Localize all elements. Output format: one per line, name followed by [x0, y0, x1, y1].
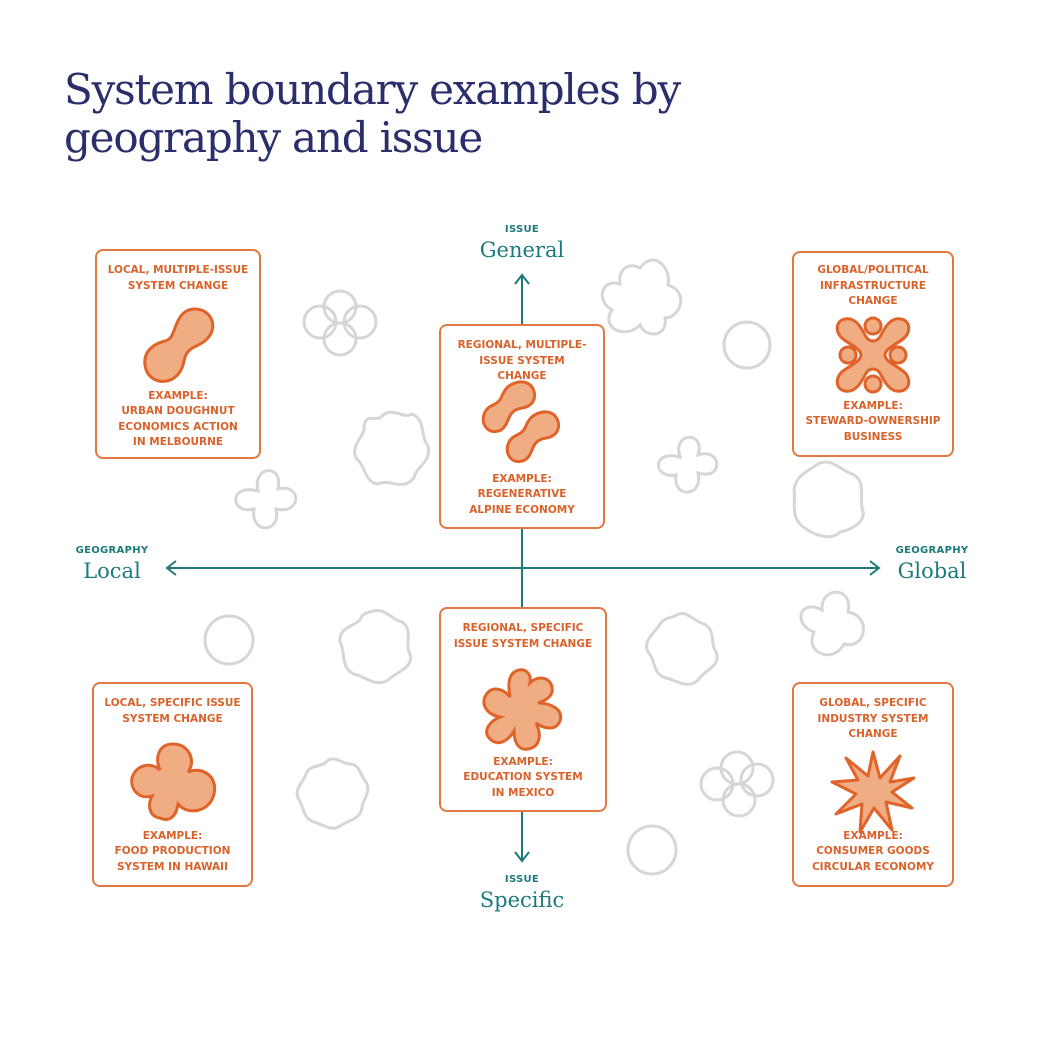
deco-blob-icon: [600, 258, 683, 336]
card-example-label: EXAMPLE:: [492, 473, 552, 485]
axis-bottom-small: ISSUE: [504, 874, 540, 885]
card-heading: GLOBAL/POLITICAL INFRASTRUCTURE CHANGE: [817, 264, 929, 307]
card-heading: REGIONAL, MULTIPLE-ISSUE SYSTEM CHANGE: [457, 339, 587, 382]
deco-blob-icon: [338, 609, 413, 685]
deco-blob-icon: [295, 757, 370, 830]
axis-right-small: GEOGRAPHY: [895, 545, 969, 556]
axis-top-big: General: [479, 238, 565, 262]
deco-clover-icon: [657, 435, 719, 494]
axis-label-bottom: ISSUE Specific: [462, 874, 582, 912]
card-heading: LOCAL, SPECIFIC ISSUE SYSTEM CHANGE: [104, 697, 241, 725]
axis-top-small: ISSUE: [504, 224, 540, 235]
axis-left-big: Local: [83, 559, 141, 583]
axis-right-big: Global: [897, 559, 967, 583]
deco-circle-icon: [722, 320, 772, 370]
trefoil-icon: [129, 742, 216, 821]
card-global-political: GLOBAL/POLITICAL INFRASTRUCTURE CHANGE E…: [792, 251, 954, 457]
card-regional-specific-issue: REGIONAL, SPECIFIC ISSUE SYSTEM CHANGE E…: [439, 607, 607, 812]
dumbbell-blob-icon: [143, 307, 215, 383]
axis-label-top: ISSUE General: [462, 224, 582, 262]
star-burst-icon: [830, 750, 916, 834]
deco-circle-icon: [203, 614, 255, 666]
double-dumbbell-icon: [481, 380, 560, 463]
axis-left-small: GEOGRAPHY: [75, 545, 149, 556]
card-example-label: EXAMPLE:: [148, 390, 208, 402]
deco-clover-icon: [234, 469, 298, 530]
arrow-up-icon: [514, 273, 530, 285]
deco-blob-icon: [792, 460, 865, 539]
page-title: System boundary examples by geography an…: [64, 65, 681, 162]
card-example-label: EXAMPLE:: [493, 756, 553, 768]
card-heading: GLOBAL, SPECIFIC INDUSTRY SYSTEM CHANGE: [817, 697, 929, 740]
deco-quad-circles-icon: [699, 750, 775, 818]
deco-quad-circles-icon: [302, 289, 378, 357]
card-example-text: FOOD PRODUCTION SYSTEM IN HAWAII: [114, 845, 231, 873]
card-example-text: REGENERATIVE ALPINE ECONOMY: [469, 488, 575, 516]
card-example-text: URBAN DOUGHNUT ECONOMICS ACTION IN MELBO…: [118, 405, 238, 448]
flower-icon: [482, 668, 563, 751]
card-example-label: EXAMPLE:: [843, 400, 903, 412]
card-heading: LOCAL, MULTIPLE-ISSUE SYSTEM CHANGE: [107, 264, 249, 292]
card-local-multiple-issue: LOCAL, MULTIPLE-ISSUE SYSTEM CHANGE EXAM…: [95, 249, 261, 459]
card-regional-multiple-issue: REGIONAL, MULTIPLE-ISSUE SYSTEM CHANGE E…: [439, 324, 605, 529]
card-example-label: EXAMPLE:: [843, 830, 903, 842]
axis-label-left: GEOGRAPHY Local: [62, 545, 162, 583]
deco-blob-icon: [353, 410, 431, 486]
card-global-specific-industry: GLOBAL, SPECIFIC INDUSTRY SYSTEM CHANGE …: [792, 682, 954, 887]
deco-blob-icon: [645, 612, 719, 686]
card-example-label: EXAMPLE:: [142, 830, 203, 842]
decorative-shapes: [203, 258, 865, 876]
axis-bottom-big: Specific: [479, 888, 565, 912]
card-example-text: STEWARD-OWNERSHIP BUSINESS: [805, 415, 941, 443]
deco-circle-icon: [626, 824, 678, 876]
card-local-specific-issue: LOCAL, SPECIFIC ISSUE SYSTEM CHANGE EXAM…: [92, 682, 253, 887]
cross-network-icon: [835, 316, 911, 394]
card-example-text: CONSUMER GOODS CIRCULAR ECONOMY: [811, 845, 935, 873]
card-heading: REGIONAL, SPECIFIC ISSUE SYSTEM CHANGE: [453, 622, 593, 650]
axis-label-right: GEOGRAPHY Global: [882, 545, 982, 583]
arrow-down-icon: [514, 851, 530, 863]
arrow-right-icon: [869, 560, 881, 576]
arrow-left-icon: [165, 560, 177, 576]
card-example-text: EDUCATION SYSTEM IN MEXICO: [463, 771, 583, 799]
deco-triple-circle-icon: [799, 590, 865, 657]
